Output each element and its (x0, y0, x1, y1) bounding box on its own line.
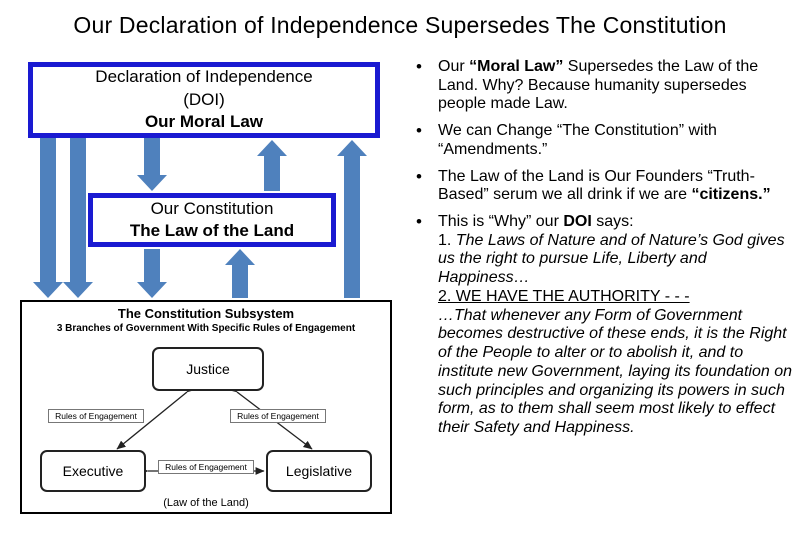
doi-box-line1: Declaration of Independence (95, 67, 313, 87)
text-run: Our (438, 58, 470, 75)
text-run: 2. WE HAVE THE AUTHORITY - - - (438, 287, 690, 305)
bullet-item-4: This is “Why” our DOI says: 1. The Laws … (408, 212, 792, 438)
doi-quote-line-2: 2. WE HAVE THE AUTHORITY - - - (438, 288, 792, 307)
text-run: The Law of the Land is Our Founders “Tru… (438, 167, 755, 204)
executive-node: Executive (40, 450, 146, 492)
subsystem-footer: (Law of the Land) (163, 497, 249, 509)
bullet-list: Our “Moral Law” Supersedes the Law of th… (408, 57, 792, 446)
bullet-item-2: We can Change “The Constitution” with “A… (408, 121, 792, 159)
text-run: The Laws of Nature and of Nature’s God g… (438, 231, 785, 287)
bullet-text-1: Our “Moral Law” Supersedes the Law of th… (438, 58, 758, 112)
bullet-text-3: The Law of the Land is Our Founders “Tru… (438, 168, 771, 204)
subsystem-subtitle: 3 Branches of Government With Specific R… (56, 323, 356, 334)
doi-to-subsystem-down-arrow-1 (33, 138, 63, 298)
rules-of-engagement-label-left: Rules of Engagement (48, 409, 144, 423)
justice-node: Justice (152, 347, 264, 391)
justice-executive-connector (116, 383, 197, 450)
bullet-item-3: The Law of the Land is Our Founders “Tru… (408, 167, 792, 205)
constitution-box-line2: The Law of the Land (129, 221, 295, 240)
executive-label: Executive (62, 463, 124, 479)
text-run: 1. (438, 231, 456, 249)
text-run: …That whenever any Form of Government be… (438, 306, 792, 436)
text-run: says: (591, 213, 634, 231)
doi-box-line2: (DOI) (183, 89, 225, 109)
doi-to-subsystem-down-arrow-2 (63, 138, 93, 298)
constitution-to-subsystem-down-arrow (137, 249, 167, 298)
text-run: “Moral Law” (469, 58, 564, 75)
doi-to-constitution-down-arrow (137, 138, 167, 191)
text-run: This is “Why” our (438, 213, 564, 231)
doi-quote-line-3: …That whenever any Form of Government be… (438, 307, 792, 438)
constitution-box-line1: Our Constitution (150, 198, 274, 218)
text-run: “citizens.” (691, 186, 771, 204)
constitution-box: Our Constitution The Law of the Land (88, 193, 336, 247)
legislative-node: Legislative (266, 450, 372, 492)
subsystem-to-constitution-up-arrow (225, 249, 255, 298)
bullet-text-4: This is “Why” our DOI says: (438, 213, 634, 230)
bullet-text-2: We can Change “The Constitution” with “A… (438, 122, 717, 158)
constitution-to-doi-up-arrow (257, 140, 287, 191)
rules-of-engagement-label-middle: Rules of Engagement (158, 460, 254, 474)
doi-box-line3: Our Moral Law (144, 112, 264, 132)
doi-quote-line-1: 1. The Laws of Nature and of Nature’s Go… (438, 232, 792, 288)
rules-of-engagement-label-right: Rules of Engagement (230, 409, 326, 423)
text-run: We can Change “The Constitution” with “A… (438, 122, 717, 158)
constitution-subsystem-box: The Constitution Subsystem 3 Branches of… (20, 300, 392, 514)
subsystem-to-doi-up-arrow (337, 140, 367, 298)
text-run: DOI (563, 213, 592, 231)
bullet-item-1: Our “Moral Law” Supersedes the Law of th… (408, 57, 792, 114)
subsystem-title: The Constitution Subsystem (117, 306, 295, 321)
legislative-label: Legislative (285, 463, 353, 479)
justice-label: Justice (186, 361, 230, 377)
page-title: Our Declaration of Independence Supersed… (73, 12, 727, 38)
doi-box: Declaration of Independence (DOI) Our Mo… (28, 62, 380, 138)
text-run: Supersedes the Law of the Land. Why? Bec… (438, 58, 759, 113)
